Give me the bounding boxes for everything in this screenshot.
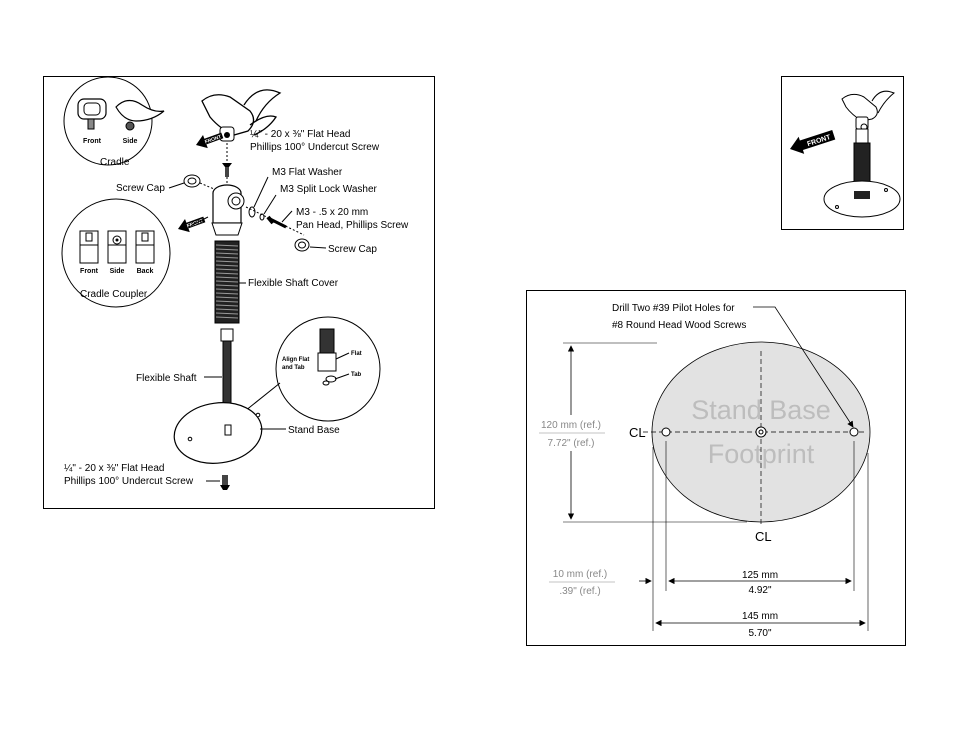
shaft-cover-rib bbox=[215, 244, 239, 247]
cradle-coupler-label: Cradle Coupler bbox=[80, 289, 148, 300]
shaft-cover-rib bbox=[215, 292, 239, 295]
shaft-cover-rib bbox=[215, 300, 239, 303]
cradle-side-label: Side bbox=[123, 138, 138, 145]
centerline-mark-left: CL bbox=[629, 425, 646, 440]
exploded-view-panel: Front Side Cradle FRONT ¼" - 20 x ⅜" Fla… bbox=[43, 76, 435, 509]
top-screw bbox=[222, 143, 232, 189]
hole-span-mm: 125 mm bbox=[742, 570, 778, 581]
footprint-diagram: Stand Base Footprint CL CL Drill Two #39… bbox=[537, 303, 871, 639]
shaft-cover-rib bbox=[215, 260, 239, 263]
drill-note-line1: Drill Two #39 Pilot Holes for bbox=[612, 303, 735, 314]
assembled-front-arrow: FRONT bbox=[790, 130, 836, 154]
cradle-front-label: Front bbox=[83, 138, 102, 145]
screw-cap-left-label: Screw Cap bbox=[116, 183, 165, 194]
shaft-cover-rib bbox=[215, 264, 239, 267]
screw-cap-left bbox=[183, 174, 215, 190]
width-in: 5.70" bbox=[748, 628, 771, 639]
m3-screw-label-line2: Pan Head, Phillips Screw bbox=[296, 220, 409, 231]
flexible-shaft-cover-label: Flexible Shaft Cover bbox=[248, 278, 339, 289]
cradle-coupler-part bbox=[211, 184, 245, 236]
front-arrow-upper: FRONT bbox=[196, 132, 224, 149]
centerline-mark-bottom: CL bbox=[755, 529, 772, 544]
front-arrow-lower: FRONT bbox=[178, 216, 206, 233]
height-in: 7.72" (ref.) bbox=[548, 438, 595, 449]
shaft-cover-rib bbox=[215, 288, 239, 291]
shaft-cover-rib bbox=[215, 304, 239, 307]
cradle-detail: Front Side bbox=[63, 76, 165, 166]
align-flat-line2: and Tab bbox=[282, 365, 305, 371]
width-mm: 145 mm bbox=[742, 611, 778, 622]
shaft-cover-rib bbox=[215, 316, 239, 319]
align-flat-tab-detail: Align Flat and Tab Flat Tab bbox=[275, 316, 381, 422]
shaft-cover-rib bbox=[215, 308, 239, 311]
stand-base bbox=[173, 402, 263, 464]
shaft-cover-rib bbox=[215, 296, 239, 299]
shaft-cover-rib bbox=[215, 248, 239, 251]
shaft-cover-rib bbox=[215, 268, 239, 271]
shaft-cover-rib bbox=[215, 276, 239, 279]
cradle-side-icon bbox=[115, 99, 165, 122]
screw-cap-right bbox=[294, 238, 310, 252]
flexible-shaft-cover bbox=[214, 240, 240, 324]
assembled-cradle bbox=[841, 90, 895, 144]
exploded-view-diagram: Front Side Cradle FRONT ¼" - 20 x ⅜" Fla… bbox=[61, 76, 409, 490]
shaft-cover-rib bbox=[215, 272, 239, 275]
pilot-hole-left bbox=[661, 427, 671, 437]
align-flat-line1: Align Flat bbox=[282, 357, 309, 363]
offset-mm: 10 mm (ref.) bbox=[553, 569, 607, 580]
coupler-side-label: Side bbox=[110, 268, 125, 275]
bottom-screw bbox=[220, 475, 230, 490]
m3-flat-washer-label: M3 Flat Washer bbox=[272, 167, 343, 178]
drill-note-line2: #8 Round Head Wood Screws bbox=[612, 320, 746, 331]
shaft-cover-rib bbox=[215, 280, 239, 283]
bottom-screw-label-line1: ¼" - 20 x ⅜" Flat Head bbox=[64, 462, 164, 474]
flexible-shaft-label: Flexible Shaft bbox=[136, 373, 197, 384]
coupler-back-label: Back bbox=[137, 268, 154, 275]
stand-base-label: Stand Base bbox=[288, 425, 340, 436]
shaft-cover-rib bbox=[215, 252, 239, 255]
drill-note-leader bbox=[753, 306, 854, 428]
cradle-coupler-detail: Front Side Back bbox=[61, 198, 171, 308]
top-screw-label-line1: ¼" - 20 x ⅜" Flat Head bbox=[250, 128, 350, 140]
cradle-part bbox=[201, 89, 282, 142]
bottom-screw-label-line2: Phillips 100° Undercut Screw bbox=[64, 476, 194, 487]
offset-in: .39" (ref.) bbox=[559, 586, 600, 597]
assembled-view-panel: FRONT bbox=[781, 76, 904, 230]
m3-split-lock-washer-label: M3 Split Lock Washer bbox=[280, 184, 378, 195]
shaft-cover-rib bbox=[215, 312, 239, 315]
tab-label: Tab bbox=[351, 372, 362, 378]
height-mm: 120 mm (ref.) bbox=[541, 420, 601, 431]
m3-screw bbox=[266, 215, 287, 229]
hole-span-in: 4.92" bbox=[748, 585, 771, 596]
coupler-front-label: Front bbox=[80, 268, 99, 275]
shaft-cover-rib bbox=[215, 256, 239, 259]
m3-screw-label-line1: M3 - .5 x 20 mm bbox=[296, 207, 368, 218]
screw-cap-right-label: Screw Cap bbox=[328, 244, 377, 255]
pilot-hole-right bbox=[849, 427, 859, 437]
footprint-panel: Stand Base Footprint CL CL Drill Two #39… bbox=[526, 290, 906, 646]
top-screw-label-line2: Phillips 100° Undercut Screw bbox=[250, 142, 380, 153]
cradle-label: Cradle bbox=[100, 157, 130, 168]
shaft-cover-rib bbox=[215, 284, 239, 287]
assembled-view-diagram: FRONT bbox=[790, 90, 901, 218]
svg-text:FRONT: FRONT bbox=[204, 134, 222, 146]
flat-label: Flat bbox=[351, 351, 362, 357]
